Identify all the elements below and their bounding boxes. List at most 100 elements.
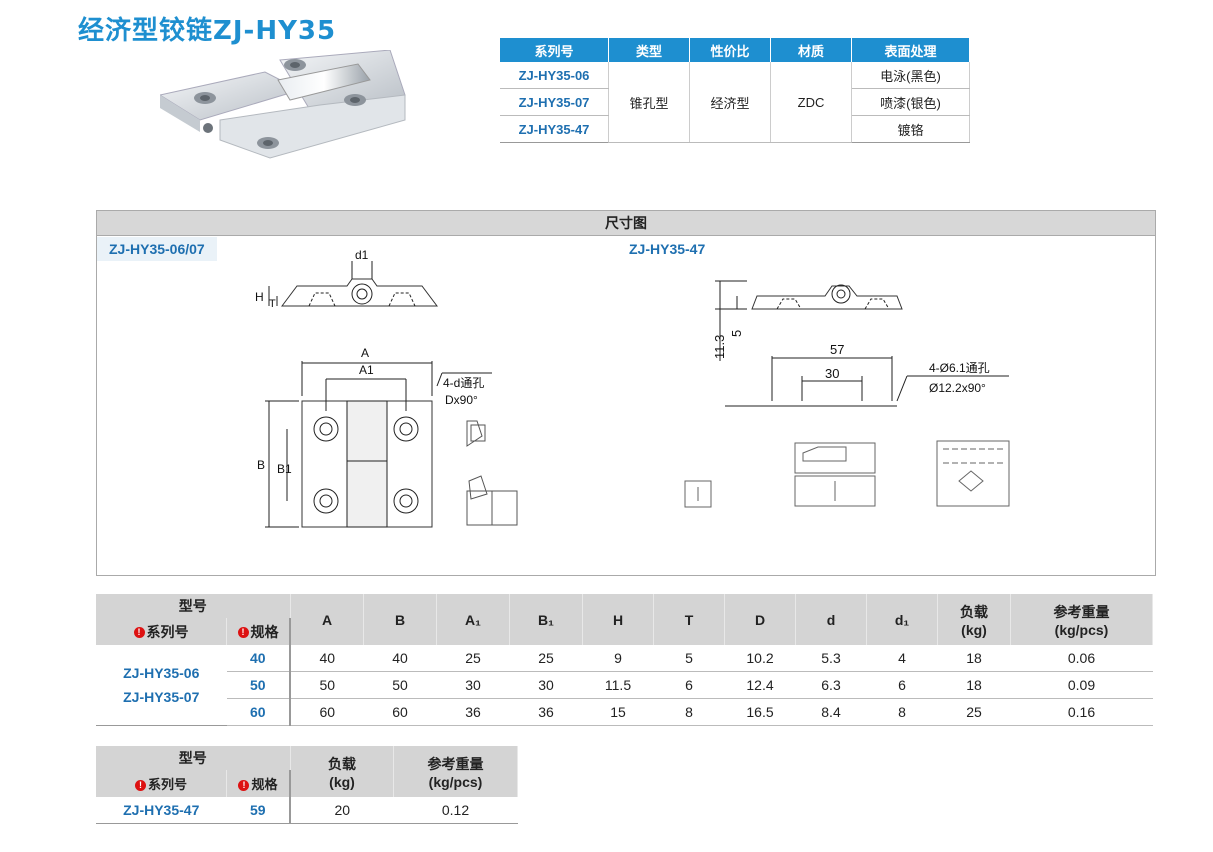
cell: 50 xyxy=(363,671,437,699)
cell: 18 xyxy=(937,645,1011,672)
cell: 6.3 xyxy=(795,671,867,699)
col-header-load: 负载 (kg) xyxy=(937,594,1011,645)
dim-A: A xyxy=(361,346,369,360)
col-header: D xyxy=(724,594,796,645)
finish-cell: 镀铬 xyxy=(851,115,970,143)
col-header-load: 负载 (kg) xyxy=(290,746,394,797)
dim-11-3: 11.3 xyxy=(712,335,727,359)
weight-unit: (kg/pcs) xyxy=(428,773,483,790)
dim-5: 5 xyxy=(729,330,744,337)
cell: 18 xyxy=(937,671,1011,699)
left-side-view xyxy=(268,261,438,307)
spec-header: 表面处理 xyxy=(851,38,970,62)
material-cell: ZDC xyxy=(770,62,852,143)
value-cell: 经济型 xyxy=(689,62,771,143)
size-table: 型号 A B A₁ B₁ H T D d d₁ 负载 (kg) 参考重量 (kg… xyxy=(96,594,1153,726)
cell: 36 xyxy=(436,698,510,726)
col-header-weight: 参考重量 (kg/pcs) xyxy=(1010,594,1153,645)
cell: 20 xyxy=(290,797,394,824)
col-header: H xyxy=(582,594,654,645)
cell: 5 xyxy=(653,645,725,672)
cell: 25 xyxy=(937,698,1011,726)
left-model-label: ZJ-HY35-06/07 xyxy=(97,237,217,261)
cell: 0.09 xyxy=(1010,671,1153,699)
dim-57: 57 xyxy=(830,342,844,357)
dim-d1: d1 xyxy=(355,248,369,262)
hole-note-47-2: Ø12.2x90° xyxy=(929,381,986,395)
page-title: 经济型铰链ZJ-HY35 xyxy=(78,16,337,46)
cell: 25 xyxy=(436,645,510,672)
cell: 40 xyxy=(290,645,364,672)
marker-icon: ! xyxy=(238,780,250,792)
cell: 50 xyxy=(290,671,364,699)
cell: 30 xyxy=(509,671,583,699)
weight-label: 参考重量 xyxy=(1053,603,1110,620)
type-cell: 锥孔型 xyxy=(608,62,690,143)
hole-note: 4-d通孔 xyxy=(443,376,484,390)
dimension-drawing: d1 H T A xyxy=(255,248,1010,528)
series-header: !系列号 xyxy=(96,770,227,797)
dimension-drawing-panel: 尺寸图 ZJ-HY35-06/07 ZJ-HY35-47 d1 H T xyxy=(96,210,1156,576)
spec-header: 性价比 xyxy=(689,38,771,62)
right-side-view xyxy=(715,280,903,361)
right-model-label: ZJ-HY35-47 xyxy=(617,237,718,261)
cell: 60 xyxy=(290,698,364,726)
cell: 36 xyxy=(509,698,583,726)
spec-header: !规格 xyxy=(226,618,291,645)
cell: 40 xyxy=(363,645,437,672)
load-unit: (kg) xyxy=(961,621,987,638)
dim-30: 30 xyxy=(825,366,839,381)
hinge-product-image xyxy=(160,50,406,159)
dim-T: T xyxy=(269,298,276,310)
cell: 6 xyxy=(866,671,938,699)
cell: 10.2 xyxy=(724,645,796,672)
col-header: A xyxy=(290,594,364,645)
right-top-view xyxy=(725,356,1009,407)
drawing-title: 尺寸图 xyxy=(97,211,1155,236)
marker-icon: ! xyxy=(134,780,146,792)
finish-cell: 电泳(黑色) xyxy=(851,62,970,89)
spec-cell: 50 xyxy=(226,671,291,699)
col-header: d₁ xyxy=(866,594,938,645)
dim-B1: B1 xyxy=(277,462,292,476)
cell: 15 xyxy=(582,698,654,726)
cell: 0.12 xyxy=(393,797,518,824)
spec-header: 类型 xyxy=(608,38,690,62)
spec-header: 材质 xyxy=(770,38,852,62)
cell: 8 xyxy=(866,698,938,726)
left-section-sketch xyxy=(466,420,518,526)
dim-H: H xyxy=(255,290,264,304)
load-label: 负载 xyxy=(328,755,356,772)
spec-header: !规格 xyxy=(226,770,291,797)
cell: 4 xyxy=(866,645,938,672)
cell: 16.5 xyxy=(724,698,796,726)
hole-note-47: 4-Ø6.1通孔 xyxy=(929,361,990,375)
col-header: B xyxy=(363,594,437,645)
cell: 30 xyxy=(436,671,510,699)
dim-B: B xyxy=(257,458,265,472)
right-section-sketch xyxy=(684,440,1010,508)
model-cell: ZJ-HY35-47 xyxy=(500,115,609,143)
cell: 0.06 xyxy=(1010,645,1153,672)
cell: 8.4 xyxy=(795,698,867,726)
weight-unit: (kg/pcs) xyxy=(1054,621,1109,638)
cell: 60 xyxy=(363,698,437,726)
cell: 8 xyxy=(653,698,725,726)
spec-header: 系列号 xyxy=(500,38,609,62)
model-cell: ZJ-HY35-06 xyxy=(500,62,609,89)
hole-note-2: Dx90° xyxy=(445,393,478,407)
spec-cell: 59 xyxy=(226,797,291,824)
cell: 11.5 xyxy=(582,671,654,699)
cell: 25 xyxy=(509,645,583,672)
spec-cell: 40 xyxy=(226,645,291,672)
series-header: !系列号 xyxy=(96,618,227,645)
dim-A1: A1 xyxy=(359,363,374,377)
cell: 0.16 xyxy=(1010,698,1153,726)
weight-label: 参考重量 xyxy=(427,755,484,772)
model-cell: ZJ-HY35-07 xyxy=(500,88,609,116)
col-header: B₁ xyxy=(509,594,583,645)
marker-icon: ! xyxy=(133,627,145,639)
model-cell: ZJ-HY35-47 xyxy=(96,797,227,824)
model-group-header: 型号 xyxy=(96,746,291,770)
